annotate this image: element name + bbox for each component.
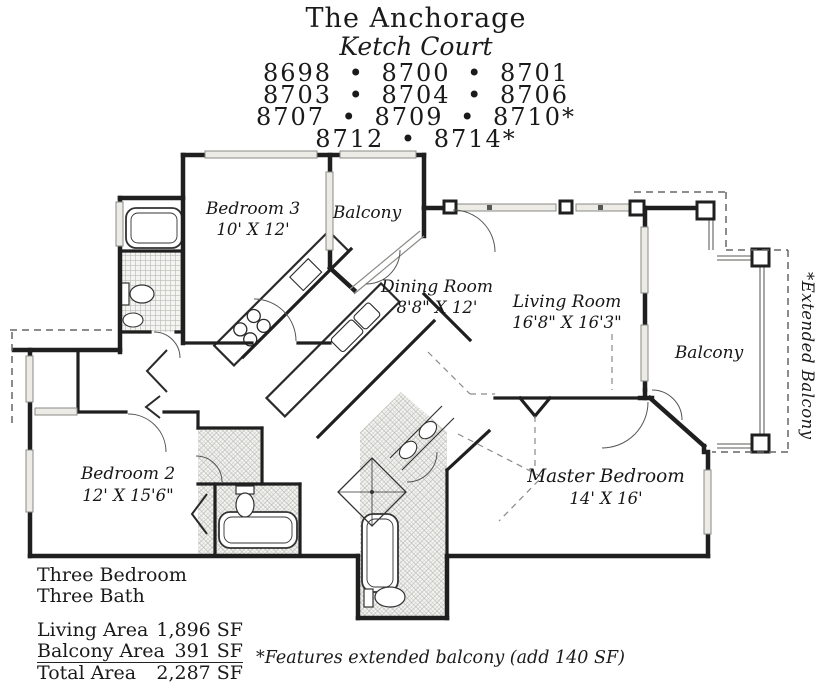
- interior-walls: [76, 246, 642, 558]
- diagonal-window: [349, 230, 425, 295]
- living-room-dims: 16'8" X 16'3": [512, 313, 621, 332]
- living-room-label: Living Room: [512, 292, 621, 312]
- unit-line: 8707 • 8709 • 8710*: [255, 103, 577, 132]
- kitchen-sink: [330, 319, 364, 353]
- balcony-top-label: Balcony: [332, 203, 402, 223]
- master-bath-counter: [389, 405, 455, 471]
- area-row-living: Living Area 1,896 SF: [37, 620, 243, 641]
- bedroom2-dims: 12' X 15'6": [82, 486, 173, 505]
- area-value: 2,287 SF: [156, 662, 243, 684]
- window-mullions: [487, 205, 603, 210]
- bedroom-count: Three Bedroom: [37, 564, 187, 586]
- unit-numbers: 8698 • 8700 • 8701 8703 • 8704 • 8706 87…: [0, 59, 832, 154]
- closet-chevrons: [144, 349, 208, 535]
- extended-balcony-outline: [10, 191, 789, 453]
- bathtubs: [125, 207, 399, 593]
- area-value: 1,896 SF: [156, 619, 243, 641]
- summary-block: Three Bedroom Three Bath Living Area 1,8…: [37, 565, 243, 684]
- balcony-right-label: Balcony: [674, 343, 744, 363]
- court-name: Ketch Court: [339, 32, 493, 62]
- footnote: *Features extended balcony (add 140 SF): [256, 648, 625, 668]
- master-bedroom-dims: 14' X 16': [569, 489, 642, 508]
- kitchen-counters: [212, 229, 401, 418]
- windows: [25, 150, 712, 535]
- dining-room-dims: 8'8" X 12': [397, 298, 478, 317]
- dining-room-label: Dining Room: [380, 277, 493, 297]
- area-row-total: Total Area 2,287 SF: [37, 663, 243, 684]
- bedroom3-dims: 10' X 12': [216, 220, 289, 239]
- kitchen-sink: [353, 302, 381, 330]
- area-label: Living Area: [37, 619, 149, 641]
- unit-line: 8703 • 8704 • 8706: [262, 81, 570, 110]
- balcony-railings: [708, 220, 765, 449]
- bedroom3-label: Bedroom 3: [205, 199, 300, 219]
- area-row-balcony: Balcony Area 391 SF: [37, 641, 243, 663]
- master-bedroom-label: Master Bedroom: [526, 466, 685, 487]
- unit-line: 8712 • 8714*: [315, 125, 517, 154]
- area-value: 391 SF: [174, 640, 243, 662]
- bath-count: Three Bath: [37, 585, 145, 607]
- unit-line: 8698 • 8700 • 8701: [262, 59, 570, 88]
- door-arcs: [127, 209, 683, 483]
- interior-dashed-lines: [427, 334, 613, 522]
- area-label: Balcony Area: [37, 640, 165, 662]
- toilets: [119, 282, 406, 608]
- dishwasher: [289, 257, 323, 292]
- area-table: Living Area 1,896 SF Balcony Area 391 SF…: [37, 620, 243, 684]
- closet-diamond: [337, 457, 407, 527]
- extended-balcony-note: *Extended Balcony: [798, 272, 817, 440]
- bedroom2-label: Bedroom 2: [80, 464, 175, 484]
- building-name: The Anchorage: [305, 3, 527, 34]
- area-label: Total Area: [37, 662, 137, 684]
- title-block: The Anchorage Ketch Court 8698 • 8700 • …: [0, 3, 832, 154]
- railing-posts: [442, 199, 771, 454]
